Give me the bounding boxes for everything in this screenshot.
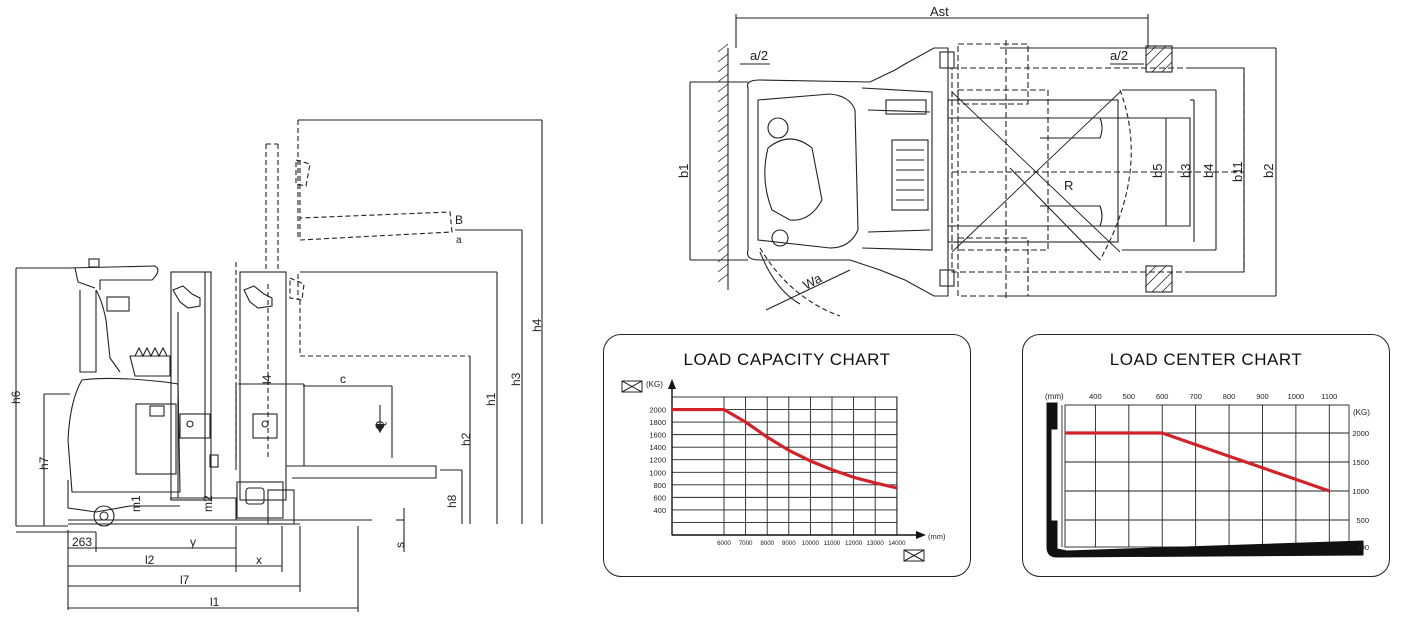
y-label: y [190, 535, 196, 549]
capacity-y-tick: 800 [653, 481, 666, 490]
load-capacity-chart: (KG) (mm) 2000 1800 1600 1400 1200 1000 800 600 40… [621, 379, 946, 562]
capacity-y-arrow [668, 379, 676, 389]
wa-label: Wa [800, 270, 825, 293]
center-y-unit: (KG) [1353, 408, 1370, 417]
capacity-x-tick: 6000 [717, 540, 731, 547]
center-y-tick: 1000 [1352, 487, 1369, 496]
h3-label: h3 [509, 372, 523, 386]
b1-label: b1 [676, 164, 691, 178]
side-view-drawing [15, 119, 543, 612]
capacity-y-unit: (KG) [646, 380, 663, 389]
b3-label: b3 [1178, 164, 1193, 178]
capacity-y-tick: 1600 [649, 431, 666, 440]
q-label: Q [373, 421, 387, 430]
load-box-icon [903, 549, 925, 562]
capacity-x-arrow [916, 531, 926, 539]
capacity-y-tick: 1000 [649, 468, 666, 477]
center-x-tick: 800 [1223, 392, 1236, 401]
b5-label: b5 [1150, 164, 1165, 178]
capacity-y-tick: 1200 [649, 456, 666, 465]
center-grid [1061, 404, 1350, 548]
a2-right-label: a/2 [1110, 48, 1128, 63]
capacity-y-tick: 400 [653, 506, 666, 515]
capacity-x-tick: 9000 [782, 540, 796, 547]
x-label: x [256, 553, 262, 567]
capacity-curve [672, 407, 898, 490]
m2-label: m2 [201, 495, 215, 512]
center-x-tick: 700 [1189, 392, 1202, 401]
h4-label: h4 [530, 318, 544, 332]
side-view-labels: h6 h7 m1 m2 l4 c Q B a h8 h2 h1 h3 h4 s … [9, 213, 544, 609]
capacity-y-tick: 1400 [649, 443, 666, 452]
h1-label: h1 [484, 392, 498, 406]
center-x-tick: 400 [1089, 392, 1102, 401]
center-x-tick: 1000 [1288, 392, 1305, 401]
capacity-x-unit: (mm) [928, 532, 946, 541]
l2-label: l2 [145, 553, 155, 567]
l7-label: l7 [180, 573, 190, 587]
h6-label: h6 [9, 390, 23, 404]
m1-label: m1 [129, 495, 143, 512]
load-capacity-chart-panel: LOAD CAPACITY CHART (KG) (mm) 2000 1800 1600… [603, 334, 971, 577]
center-y-tick: 1500 [1352, 458, 1369, 467]
capacity-grid [671, 396, 898, 536]
capacity-y-tick: 2000 [649, 406, 666, 415]
fork-profile-shape [1046, 402, 1364, 558]
center-x-tick: 500 [1123, 392, 1136, 401]
center-y-tick: 500 [1356, 516, 1369, 525]
beta-label: B [455, 213, 463, 227]
l1-label: l1 [210, 595, 220, 609]
c-label: c [340, 372, 346, 386]
center-x-unit: (mm) [1045, 392, 1064, 401]
capacity-y-tick: 1800 [649, 418, 666, 427]
top-view-labels: Ast a/2 a/2 b1 b5 b3 b4 b11 b2 R Wa [676, 4, 1276, 293]
center-plot-frame [1064, 404, 1350, 548]
center-x-tick: 1100 [1321, 392, 1337, 401]
a2-left-label: a/2 [750, 48, 768, 63]
h2-label: h2 [459, 432, 473, 446]
capacity-x-tick: 14000 [888, 540, 906, 547]
center-x-tick: 600 [1156, 392, 1169, 401]
center-y-tick: 2000 [1352, 429, 1369, 438]
r-label: R [1064, 178, 1073, 193]
load-center-chart: (mm) (KG) 400 500 600 700 800 900 1000 1100 2000 15… [1045, 392, 1370, 558]
center-y-tick: 300 [1356, 543, 1369, 552]
capacity-y-tick: 600 [653, 493, 666, 502]
b2-label: b2 [1261, 164, 1276, 178]
alpha-label: a [456, 235, 462, 246]
capacity-x-tick: 13000 [867, 540, 885, 547]
load-box-icon [621, 380, 643, 393]
capacity-plot-frame [671, 396, 898, 536]
s-label: s [393, 542, 407, 548]
capacity-x-tick: 8000 [760, 540, 774, 547]
ast-label: Ast [930, 4, 949, 19]
load-center-chart-panel: LOAD CENTER CHART (mm) (KG) 400 500 600 700 80… [1022, 334, 1390, 577]
dim-263-label: 263 [72, 535, 92, 549]
h7-label: h7 [37, 456, 51, 470]
top-view-drawing [689, 14, 1277, 317]
capacity-x-tick: 11000 [824, 540, 841, 547]
load-capacity-chart-title: LOAD CAPACITY CHART [683, 350, 891, 369]
l4-label: l4 [260, 374, 274, 384]
capacity-x-tick: 12000 [845, 540, 863, 547]
load-center-chart-title: LOAD CENTER CHART [1109, 350, 1303, 369]
capacity-x-tick: 10000 [802, 540, 820, 547]
b4-label: b4 [1201, 164, 1216, 178]
h8-label: h8 [445, 494, 459, 508]
capacity-x-tick: 7000 [739, 540, 753, 547]
center-x-tick: 900 [1256, 392, 1269, 401]
b11-label: b11 [1230, 161, 1245, 182]
